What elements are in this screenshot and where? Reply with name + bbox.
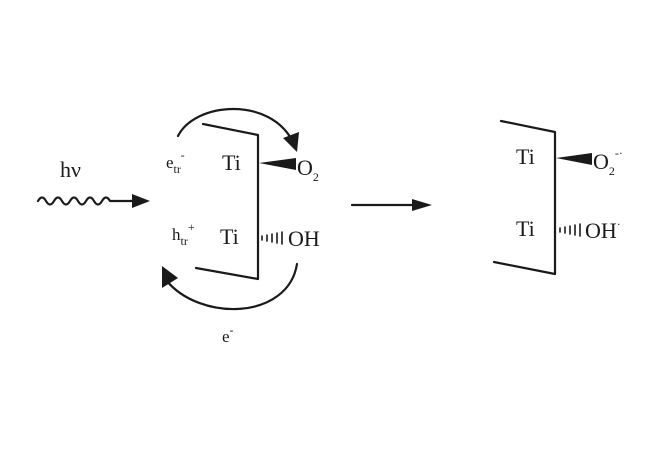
hashed-bond-right-icon — [559, 223, 581, 237]
wavy-light-arrow-icon — [36, 196, 134, 206]
ti-top-left: Ti — [222, 150, 241, 175]
superoxide-product: O2-· — [593, 146, 623, 178]
electron-transfer-arrowhead-icon — [283, 132, 299, 152]
o2-adsorbate: O2 — [297, 155, 319, 184]
oh-adsorbate: OH — [288, 226, 320, 251]
wedge-bond-icon — [259, 158, 296, 170]
reaction-arrowhead-icon — [412, 199, 432, 211]
ti-top-right: Ti — [516, 144, 535, 169]
left-surface-bracket — [194, 122, 260, 281]
hole-trap-label: htr+ — [172, 220, 195, 248]
electron-trap-label: etr- — [166, 148, 185, 176]
ti-bottom-left: Ti — [220, 224, 239, 249]
hydroxyl-radical-product: OH· — [585, 217, 621, 243]
light-input: hν — [36, 157, 150, 208]
reaction-arrow — [350, 199, 432, 211]
hashed-bond-icon — [261, 231, 283, 245]
right-surface: Ti O2-· Ti OH· — [492, 119, 623, 276]
wedge-bond-right-icon — [556, 153, 592, 165]
electron-label: e- — [222, 323, 234, 346]
electron-return-arrowhead-icon — [162, 266, 178, 288]
electron-return-arc — [164, 262, 299, 311]
light-arrowhead-icon — [132, 194, 150, 208]
electron-transfer-arc — [176, 108, 295, 144]
ti-bottom-right: Ti — [516, 216, 535, 241]
hv-label: hν — [60, 157, 81, 182]
right-surface-bracket — [492, 119, 557, 276]
left-surface: etr- Ti O2 htr+ Ti OH e- — [162, 108, 320, 346]
